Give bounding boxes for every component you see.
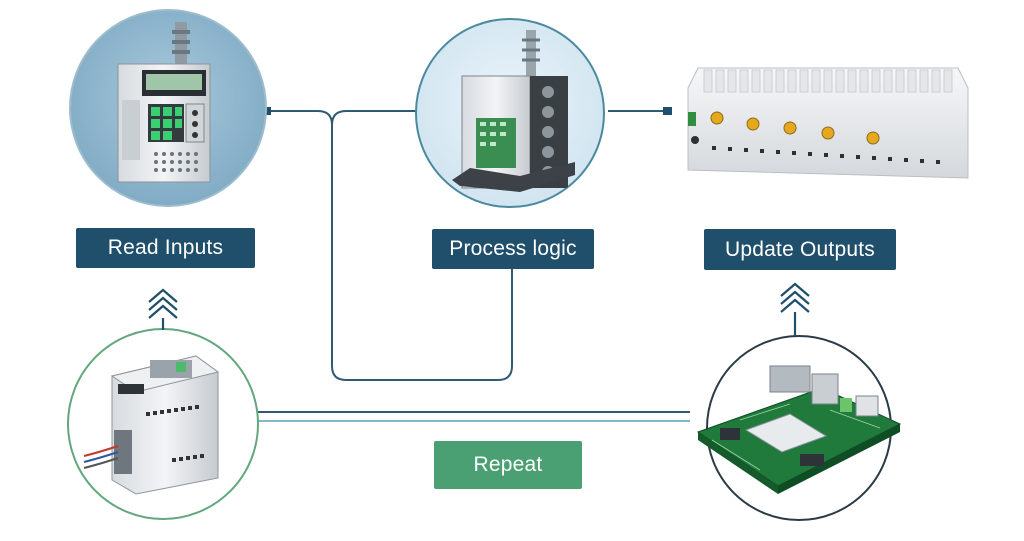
input-module-icon (83, 355, 220, 495)
connector-terminal (663, 107, 672, 115)
io-module-icon (452, 30, 575, 192)
read-inputs-label: Read Inputs (76, 228, 255, 268)
signal-arrow-icon (148, 288, 178, 330)
circuit-board-circle (696, 335, 902, 521)
process-logic-label: Process logic (432, 229, 594, 269)
io-module-circle (415, 18, 605, 208)
remote-io-rack-icon (687, 67, 969, 179)
connector-lines (256, 110, 690, 413)
circuit-board-icon (696, 365, 902, 494)
process-connector (331, 110, 418, 126)
input-module-circle (67, 328, 259, 520)
plc-controller-circle (69, 9, 267, 207)
loop-connector (262, 110, 513, 381)
update-outputs-label: Update Outputs (704, 229, 896, 270)
repeat-label: Repeat (434, 441, 582, 489)
signal-arrow-icon (780, 282, 810, 336)
plc-controller-icon (117, 22, 211, 183)
